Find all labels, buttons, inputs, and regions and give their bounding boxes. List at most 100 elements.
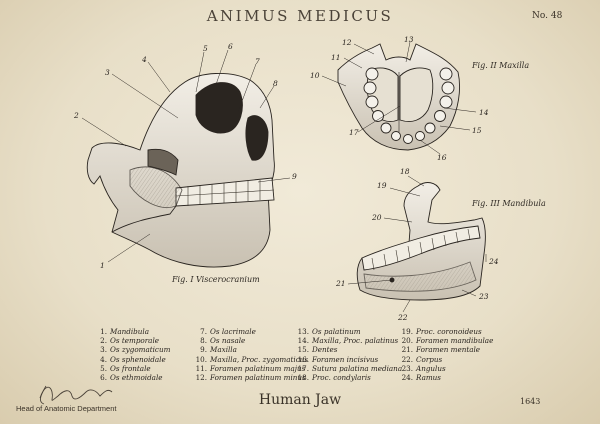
label-19: 19 bbox=[377, 181, 387, 190]
legend-entry: 5.Os frontale bbox=[94, 364, 170, 373]
legend-term: Foramen palatinum majus bbox=[210, 363, 306, 373]
label-17: 17 bbox=[349, 128, 359, 137]
legend-entry: 16.Foramen incisivus bbox=[296, 355, 402, 364]
label-11: 11 bbox=[331, 53, 341, 62]
legend-number: 19. bbox=[401, 327, 413, 336]
legend-entry: 3.Os zygomaticum bbox=[94, 345, 170, 354]
legend-term: Os palatinum bbox=[312, 327, 361, 336]
legend-term: Mandibula bbox=[110, 327, 149, 336]
legend-term: Os ethmoidale bbox=[110, 373, 163, 383]
legend-number: 2. bbox=[100, 336, 107, 346]
legend-entry: 22.Corpus bbox=[400, 355, 493, 364]
legend-term: Os temporale bbox=[110, 336, 160, 346]
label-12: 12 bbox=[342, 38, 352, 47]
legend-number: 20. bbox=[401, 336, 413, 346]
legend-entry: 4.Os sphenoidale bbox=[94, 355, 170, 364]
legend-number: 12. bbox=[195, 373, 207, 383]
legend-entry: 23.Angulus bbox=[400, 364, 493, 373]
plate-year: 1643 bbox=[520, 397, 541, 406]
legend-term: Foramen mentale bbox=[416, 345, 481, 355]
legend-number: 1. bbox=[100, 327, 107, 336]
legend-entry: 21.Foramen mentale bbox=[400, 345, 493, 354]
legend-entry: 7.Os lacrimale bbox=[194, 327, 308, 336]
legend-number: 22. bbox=[401, 354, 413, 364]
legend-number: 23. bbox=[401, 363, 413, 373]
legend-number: 17. bbox=[297, 363, 309, 373]
fig2-caption: Fig. II Maxilla bbox=[472, 61, 530, 70]
label-3: 3 bbox=[105, 68, 110, 77]
legend-term: Ramus bbox=[416, 373, 441, 383]
legend-entry: 13.Os palatinum bbox=[296, 327, 402, 336]
label-5: 5 bbox=[203, 44, 208, 53]
legend-number: 8. bbox=[200, 336, 207, 346]
legend-entry: 19.Proc. coronoideus bbox=[400, 327, 493, 336]
label-8: 8 bbox=[273, 79, 278, 88]
legend-number: 18. bbox=[297, 373, 309, 383]
legend-entry: 20.Foramen mandibulae bbox=[400, 336, 494, 346]
legend-number: 3. bbox=[100, 345, 107, 355]
legend-number: 6. bbox=[100, 373, 107, 383]
legend-term: Maxilla, Proc. palatinus bbox=[312, 336, 399, 346]
legend-number: 14. bbox=[297, 336, 309, 346]
legend-entry: 8.Os nasale bbox=[194, 336, 308, 345]
legend-entry: 9.Maxilla bbox=[194, 345, 308, 354]
legend-term: Angulus bbox=[416, 363, 446, 373]
plate-number: No. 48 bbox=[532, 11, 563, 21]
label-23: 23 bbox=[479, 292, 489, 301]
legend-entry: 10.Maxilla, Proc. zygomaticus bbox=[194, 354, 309, 364]
legend-term: Corpus bbox=[416, 354, 443, 364]
legend-term: Maxilla, Proc. zygomaticus bbox=[210, 354, 309, 364]
legend-term: Os nasale bbox=[210, 336, 246, 346]
legend-entry: 1.Mandibula bbox=[94, 327, 170, 336]
label-14: 14 bbox=[479, 108, 489, 117]
legend-entry: 14.Maxilla, Proc. palatinus bbox=[296, 336, 402, 345]
leader-lines bbox=[81, 41, 487, 313]
mandible-illustration bbox=[356, 182, 486, 301]
legend-term: Foramen mandibulae bbox=[416, 336, 494, 346]
label-2: 2 bbox=[74, 111, 79, 120]
legend-number: 15. bbox=[297, 345, 309, 355]
legend-term: Maxilla bbox=[210, 345, 237, 355]
legend-term: Os lacrimale bbox=[210, 327, 256, 336]
label-16: 16 bbox=[437, 153, 447, 162]
label-9: 9 bbox=[292, 172, 297, 181]
label-6: 6 bbox=[228, 42, 233, 51]
skull-illustration bbox=[86, 72, 275, 268]
legend-term: Sutura palatina mediana bbox=[312, 363, 403, 373]
legend-entry: 17.Sutura palatina mediana bbox=[296, 363, 403, 373]
legend-term: Proc. condylaris bbox=[312, 373, 371, 383]
label-15: 15 bbox=[472, 126, 482, 135]
legend-number: 16. bbox=[297, 354, 309, 364]
label-24: 24 bbox=[489, 257, 499, 266]
legend-number: 7. bbox=[200, 327, 207, 336]
legend-entry: 2.Os temporale bbox=[94, 336, 170, 345]
legend-number: 21. bbox=[401, 345, 413, 355]
legend-number: 13. bbox=[297, 327, 309, 336]
legend-term: Dentes bbox=[312, 345, 338, 355]
fig1-caption: Fig. I Viscerocranium bbox=[172, 275, 260, 284]
legend-number: 10. bbox=[195, 354, 207, 364]
legend-term: Foramen palatinum minus bbox=[210, 373, 306, 383]
plate-title: ANIMUS MEDICUS bbox=[206, 7, 394, 25]
legend-entry: 11.Foramen palatinum majus bbox=[194, 364, 308, 373]
label-20: 20 bbox=[372, 213, 382, 222]
legend-entry: 24.Ramus bbox=[400, 373, 493, 382]
signature-mark bbox=[39, 385, 113, 405]
label-13: 13 bbox=[404, 35, 414, 44]
label-18: 18 bbox=[400, 167, 410, 176]
label-7: 7 bbox=[255, 57, 260, 66]
legend-term: Os zygomaticum bbox=[110, 345, 171, 355]
legend-number: 24. bbox=[401, 373, 413, 383]
signature-caption: Head of Anatomic Department bbox=[16, 404, 117, 413]
legend-term: Foramen incisivus bbox=[312, 354, 379, 364]
legend-number: 5. bbox=[100, 363, 107, 373]
legend-term: Proc. coronoideus bbox=[416, 327, 482, 336]
legend-entry: 15.Dentes bbox=[296, 345, 402, 354]
legend-number: 4. bbox=[100, 354, 107, 364]
label-21: 21 bbox=[336, 279, 346, 288]
